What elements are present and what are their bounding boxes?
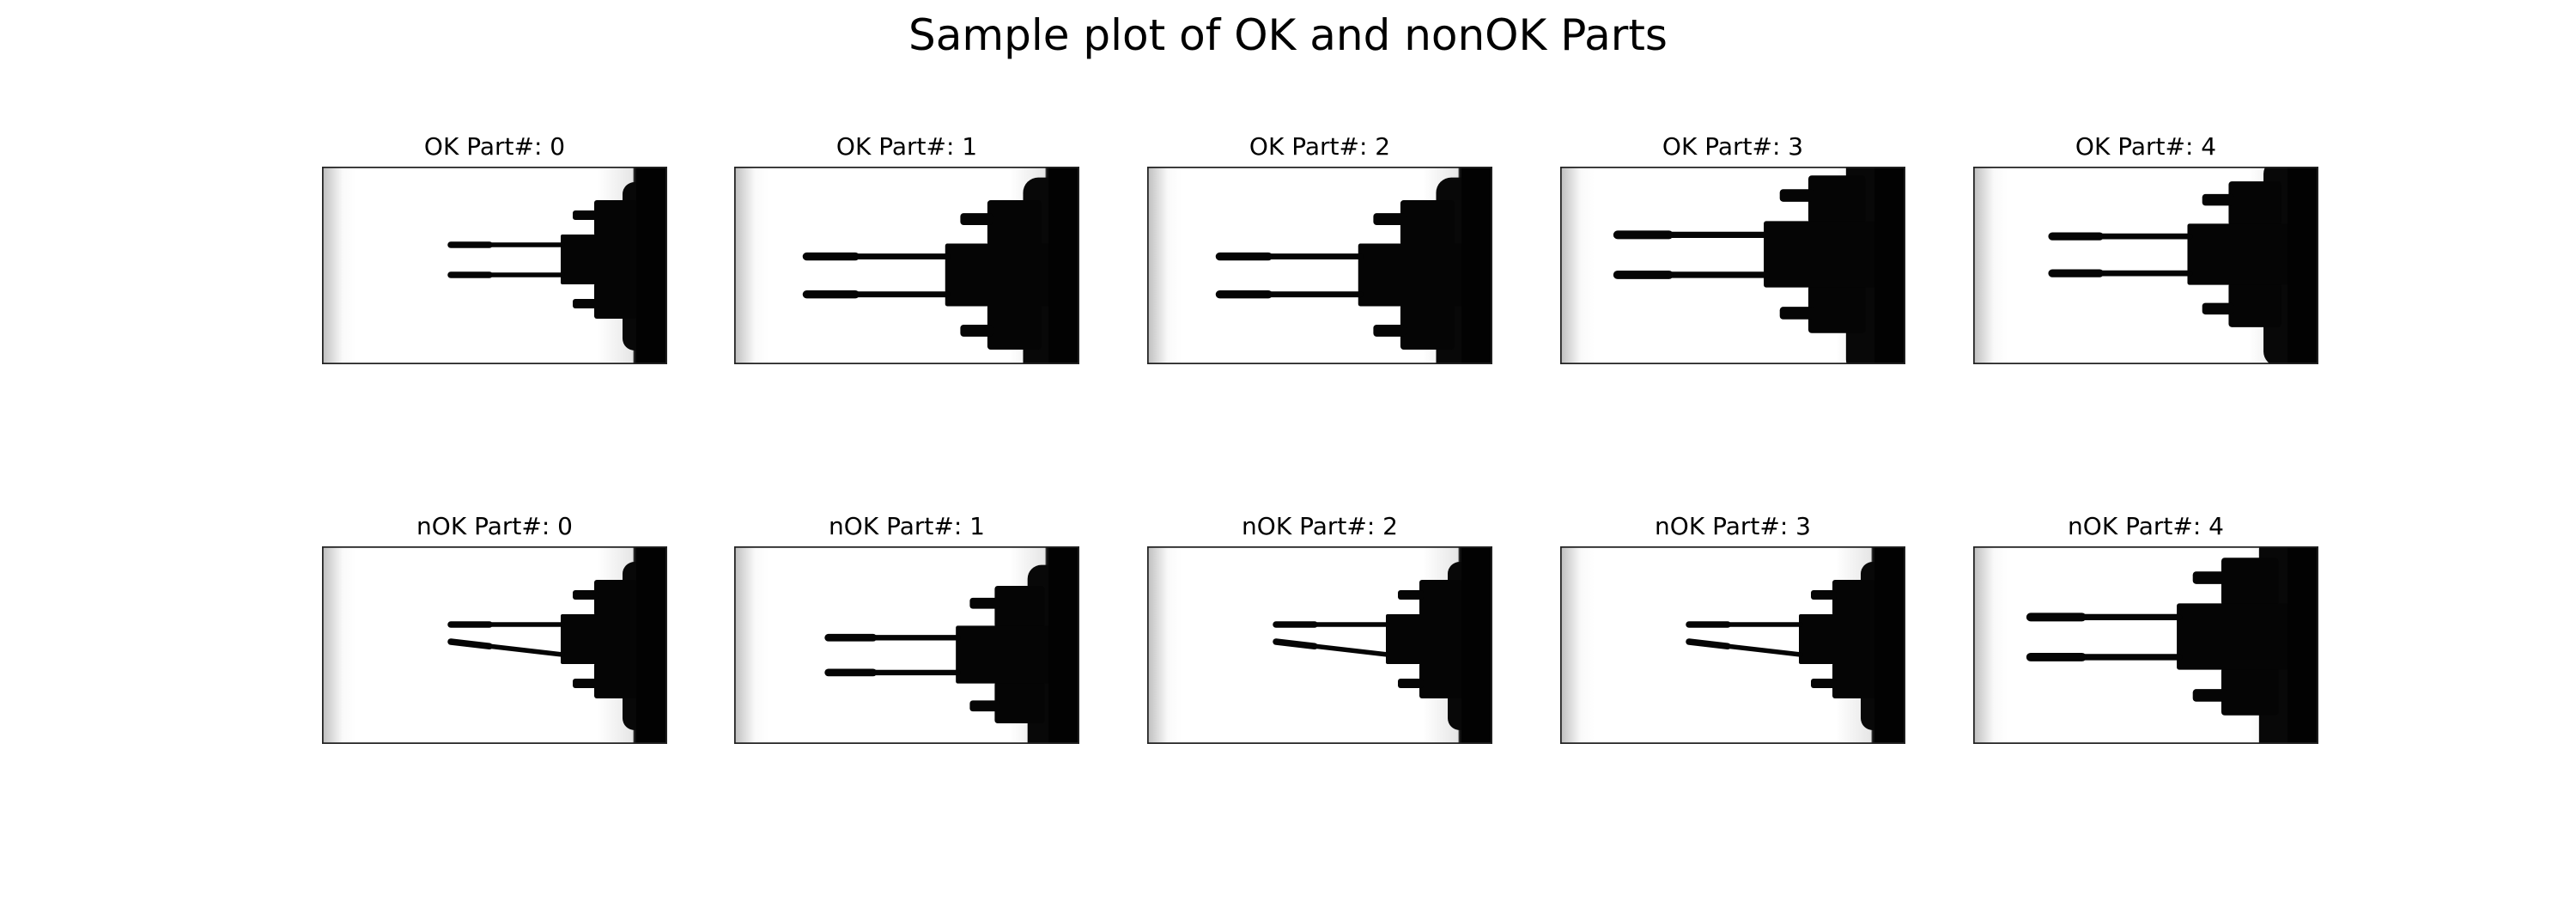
upper-connector-nub — [1398, 590, 1424, 600]
connector-body — [1764, 221, 1905, 288]
panel-frame — [1147, 167, 1492, 364]
panel-title: nOK Part#: 2 — [1242, 512, 1398, 540]
dark-edge — [2287, 546, 2318, 744]
dark-edge — [1048, 167, 1079, 364]
upper-connector — [1419, 580, 1462, 616]
upper-connector — [1807, 175, 1866, 224]
panel-title: OK Part#: 2 — [1249, 132, 1391, 161]
lower-connector — [1807, 284, 1866, 333]
panel-title: OK Part#: 1 — [835, 132, 978, 161]
lower-connector-nub — [960, 324, 993, 337]
lower-connector-nub — [969, 700, 1000, 712]
bent-lower-pin-tip — [447, 638, 493, 649]
panel-frame — [1560, 167, 1905, 364]
part-image — [1147, 546, 1492, 744]
panel-frame — [1147, 546, 1492, 744]
upper-connector-nub — [1811, 590, 1837, 600]
connector-body — [2187, 223, 2318, 285]
upper-connector-nub — [2202, 193, 2234, 206]
part-image — [322, 546, 667, 744]
upper-connector — [1832, 580, 1875, 616]
upper-connector — [594, 200, 637, 236]
dark-edge — [1874, 167, 1905, 364]
lower-connector — [2221, 667, 2279, 716]
panel-title: nOK Part#: 1 — [829, 512, 985, 540]
lower-connector — [1832, 662, 1875, 698]
panel-title: OK Part#: 0 — [423, 132, 566, 161]
dark-edge — [1461, 167, 1492, 364]
lower-connector — [594, 662, 637, 698]
part-image — [1973, 167, 2318, 364]
panel-frame — [322, 546, 667, 744]
upper-connector — [994, 585, 1045, 628]
lower-connector-nub — [1398, 679, 1424, 688]
lower-connector-nub — [2192, 689, 2227, 702]
upper-connector-nub — [573, 590, 598, 600]
bent-lower-pin-tip — [1273, 638, 1318, 649]
panel-title: nOK Part#: 0 — [416, 512, 573, 540]
upper-connector-nub — [969, 597, 1000, 609]
upper-connector — [1400, 200, 1455, 246]
lower-connector — [994, 681, 1045, 724]
dark-edge — [636, 546, 667, 744]
lower-connector-nub — [1779, 307, 1814, 320]
connector-body — [945, 243, 1079, 307]
lower-connector — [1400, 304, 1455, 350]
part-image — [1973, 546, 2318, 744]
connector-body — [2177, 603, 2318, 670]
part-image — [734, 546, 1079, 744]
upper-connector-nub — [2192, 571, 2227, 584]
part-image — [322, 167, 667, 364]
panel-frame — [1560, 546, 1905, 744]
upper-connector — [2221, 558, 2279, 606]
bent-lower-pin-tip — [1686, 638, 1731, 649]
lower-connector — [1419, 662, 1462, 698]
upper-connector-nub — [1779, 189, 1814, 202]
lower-connector-nub — [2202, 302, 2234, 315]
panel-title: nOK Part#: 4 — [2068, 512, 2224, 540]
panel-frame — [1973, 167, 2318, 364]
upper-connector — [2228, 181, 2281, 226]
upper-connector-nub — [960, 213, 993, 226]
lower-connector-nub — [1373, 324, 1406, 337]
panel-frame — [734, 546, 1079, 744]
upper-connector — [594, 580, 637, 616]
dark-edge — [1048, 546, 1079, 744]
figure-title: Sample plot of OK and nonOK Parts — [908, 10, 1668, 60]
panel-frame — [1973, 546, 2318, 744]
upper-connector-nub — [1373, 213, 1406, 226]
part-image — [734, 167, 1079, 364]
connector-body — [1358, 243, 1492, 307]
lower-connector — [594, 283, 637, 319]
lower-connector-nub — [1811, 679, 1837, 688]
panel-frame — [734, 167, 1079, 364]
panel-title: nOK Part#: 3 — [1655, 512, 1811, 540]
part-image — [1560, 167, 1905, 364]
lower-connector-nub — [573, 679, 598, 688]
lower-connector — [987, 304, 1042, 350]
lower-connector — [2228, 283, 2281, 327]
dark-edge — [636, 167, 667, 364]
dark-edge — [1874, 546, 1905, 744]
part-image — [1560, 546, 1905, 744]
upper-connector — [987, 200, 1042, 246]
panel-title: OK Part#: 4 — [2075, 132, 2217, 161]
dark-edge — [2287, 167, 2318, 364]
part-image — [1147, 167, 1492, 364]
panel-title: OK Part#: 3 — [1662, 132, 1804, 161]
lower-connector-nub — [573, 299, 598, 308]
upper-connector-nub — [573, 210, 598, 220]
panel-frame — [322, 167, 667, 364]
dark-edge — [1461, 546, 1492, 744]
